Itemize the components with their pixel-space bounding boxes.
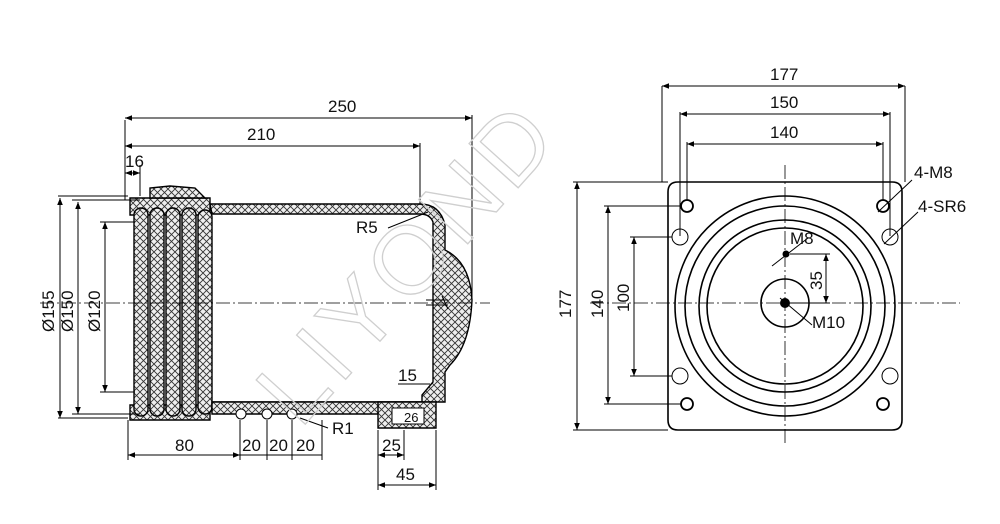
- dim-4-sr6: 4-SR6: [918, 197, 966, 216]
- corner-thread-tl: [680, 199, 694, 213]
- leader-m10: [779, 297, 813, 326]
- dim-25: 25: [382, 436, 401, 455]
- base-insert: [391, 407, 425, 425]
- dim-20-3: 20: [296, 436, 315, 455]
- leader-r5: [387, 211, 429, 229]
- side-extension-lines: [58, 115, 473, 490]
- dim-m10: M10: [812, 313, 845, 332]
- dim-dia-155: Ø155: [39, 290, 58, 332]
- m8-hole: [782, 250, 790, 258]
- leader-m8: [771, 237, 809, 267]
- corner-thread-tr: [876, 199, 890, 213]
- dim-r1: R1: [332, 419, 354, 438]
- dim-16: 16: [125, 152, 144, 171]
- dim-dia-120: Ø120: [85, 290, 104, 332]
- dim-177-h: 177: [770, 65, 798, 84]
- top-boss: [149, 185, 207, 199]
- dim-140-v: 140: [588, 290, 607, 318]
- shed-rib-4: [181, 207, 197, 417]
- leader-r1: [299, 417, 329, 429]
- dim-15: 15: [398, 366, 417, 385]
- leader-4-sr6: [883, 211, 919, 245]
- side-view: 250 210 16 Ø155 Ø150 Ø120 80 20 20 20 R5…: [39, 97, 490, 490]
- front-view: 177 150 140 177 140 100 35 M8 M10 4-M8 4…: [556, 65, 966, 445]
- groove-2: [261, 408, 273, 420]
- dome-bolt: [426, 295, 449, 310]
- dim-dia-150: Ø150: [58, 290, 77, 332]
- dim-20-1: 20: [242, 436, 261, 455]
- groove-1: [235, 408, 247, 420]
- dim-177-v: 177: [556, 290, 575, 318]
- dim-100: 100: [614, 284, 633, 312]
- dim-20-2: 20: [269, 436, 288, 455]
- flange-outline: [667, 181, 903, 431]
- sr-hole-bl: [671, 367, 689, 385]
- leader-4-m8: [877, 179, 913, 213]
- body-top-wall: [209, 203, 473, 413]
- dim-45: 45: [396, 465, 415, 484]
- dim-m8: M8: [790, 229, 814, 248]
- dim-210: 210: [247, 125, 275, 144]
- dim-150: 150: [770, 93, 798, 112]
- shed-rib-5: [197, 209, 213, 415]
- dim-r5: R5: [356, 218, 378, 237]
- sr-hole-br: [881, 367, 899, 385]
- dim-4-m8: 4-M8: [914, 163, 953, 182]
- dim-80: 80: [175, 436, 194, 455]
- corner-thread-bl: [680, 397, 694, 411]
- dim-250: 250: [328, 97, 356, 116]
- watermark: LIYOND: [236, 80, 579, 444]
- groove-3: [286, 408, 298, 420]
- dim-140-h: 140: [770, 123, 798, 142]
- shed-rib-1: [133, 207, 149, 417]
- shed-rib-2: [149, 207, 165, 417]
- corner-thread-br: [876, 397, 890, 411]
- dim-35: 35: [807, 271, 826, 290]
- dim-26: 26: [404, 410, 418, 425]
- shed-rib-3: [165, 207, 181, 417]
- front-extension-lines: [573, 86, 906, 431]
